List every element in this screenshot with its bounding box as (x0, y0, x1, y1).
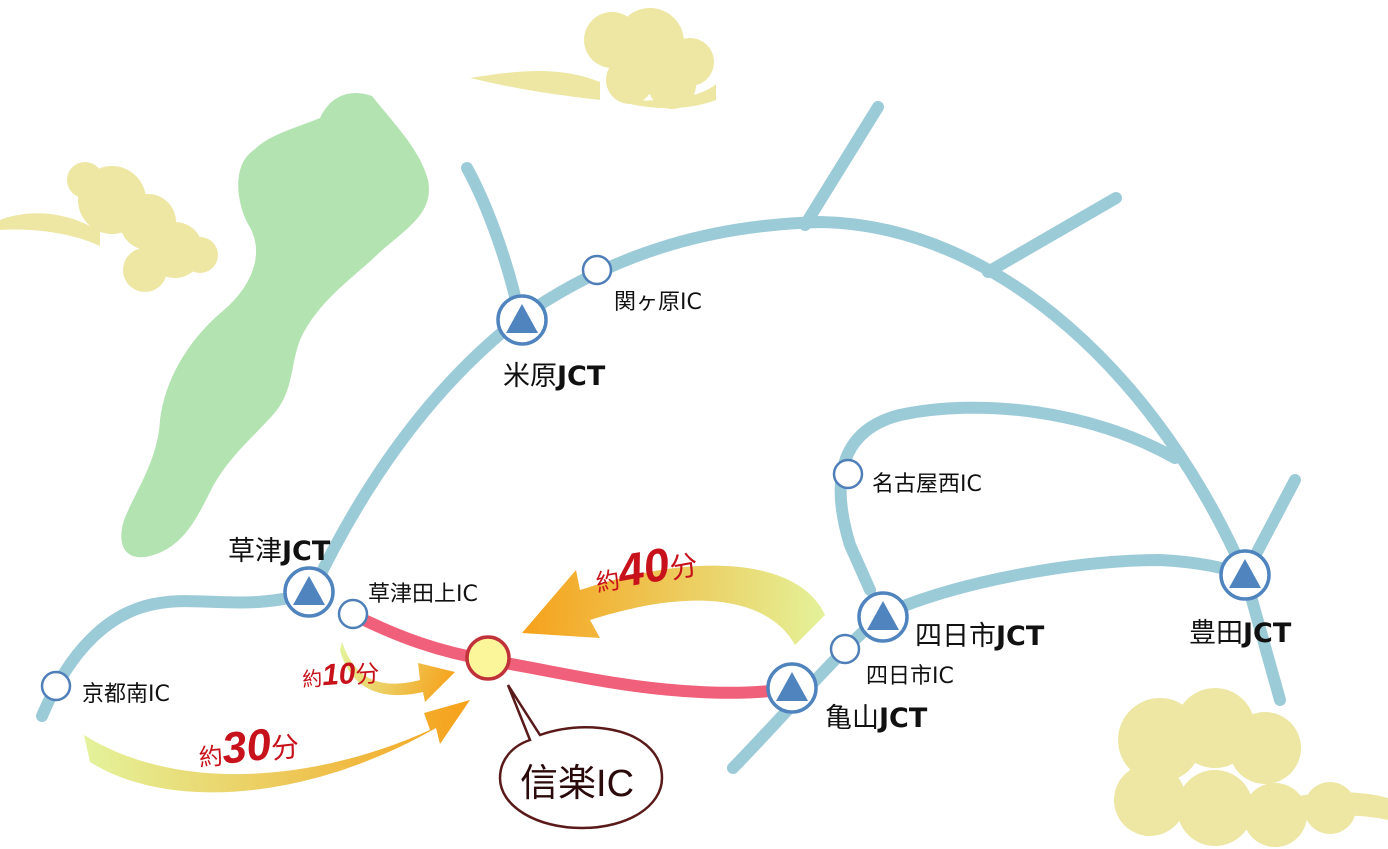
destination-callout (498, 684, 664, 830)
ic-marker-kyotominami[interactable] (40, 670, 72, 702)
jct-label-kameyama: 亀山JCT (825, 703, 928, 734)
jct-label-toyota: 豊田JCT (1189, 618, 1292, 649)
jct-label-kusatsu: 草津JCT (228, 536, 331, 567)
cloud-top-center (470, 8, 716, 109)
ic-label-kusatsutagami: 草津田上IC (368, 582, 478, 607)
triangle-icon (506, 304, 538, 333)
jct-marker-toyota[interactable] (1219, 549, 1271, 601)
jct-marker-yokkaichi[interactable] (857, 591, 909, 643)
ic-marker-nagoyanishi[interactable] (832, 458, 864, 490)
triangle-icon (293, 576, 325, 605)
arrow-10min (340, 642, 455, 702)
ic-marker-kusatsutagami[interactable] (337, 598, 369, 630)
ic-label-nagoyanishi: 名古屋西IC (872, 472, 982, 497)
ic-label-yokkaichi: 四日市IC (866, 664, 954, 689)
destination-marker[interactable] (465, 635, 511, 681)
time-label-30min: 約30分 (197, 719, 301, 774)
arrow-40min (522, 565, 825, 645)
cloud-left (0, 162, 218, 292)
ic-label-kyotominami: 京都南IC (82, 682, 170, 707)
ic-label-sekigahara: 関ヶ原IC (614, 290, 702, 315)
triangle-icon (867, 601, 899, 630)
jct-label-yokkaichi: 四日市JCT (915, 621, 1045, 652)
jct-marker-maibara[interactable] (496, 294, 548, 346)
triangle-icon (776, 672, 808, 701)
ic-marker-yokkaichi[interactable] (829, 633, 861, 665)
jct-marker-kameyama[interactable] (766, 662, 818, 714)
cloud-bottom-right (1114, 688, 1388, 847)
time-label-10min: 約10分 (301, 657, 381, 693)
destination-label: 信楽IC (520, 761, 635, 805)
highlighted-route (346, 608, 798, 699)
triangle-icon (1229, 559, 1261, 588)
arrow-30min (84, 700, 470, 793)
lake-biwa (121, 92, 429, 558)
ic-marker-sekigahara[interactable] (581, 254, 613, 286)
jct-marker-kusatsu[interactable] (283, 566, 335, 618)
road-network (36, 101, 1301, 774)
jct-label-maibara: 米原JCT (503, 361, 606, 392)
